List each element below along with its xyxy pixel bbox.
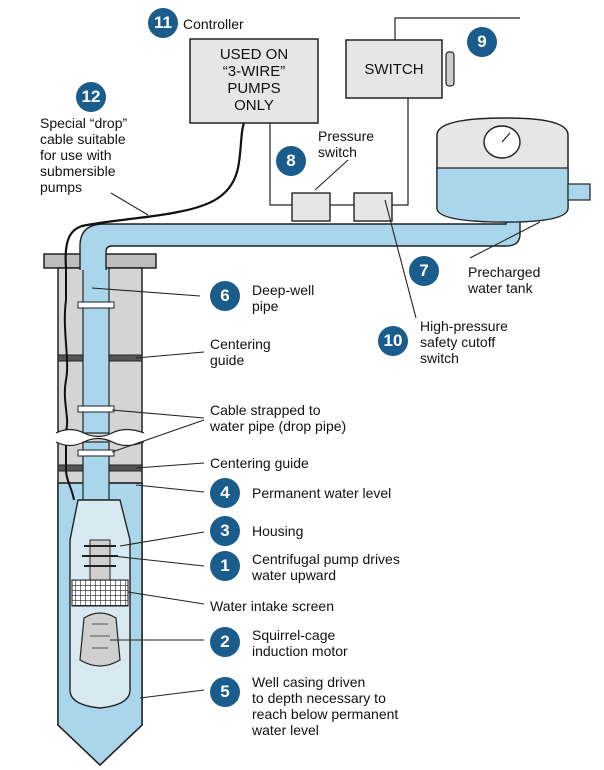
water-tank xyxy=(436,117,591,223)
centering-guide-lower-label: Centering guide xyxy=(210,455,309,471)
water-level-label: Permanent water level xyxy=(252,485,392,501)
deep-well-pipe-label: Deep-well pipe xyxy=(252,282,315,314)
pump-label: Centrifugal pump drives water upward xyxy=(252,551,400,583)
housing-label: Housing xyxy=(252,523,304,539)
intake-label: Water intake screen xyxy=(210,598,334,614)
tank-label: Precharged water tank xyxy=(468,264,541,296)
drop-cable-label: Special “drop” cable suitable for use wi… xyxy=(40,115,128,195)
badge-2: 2 xyxy=(210,627,240,657)
centering-guide-upper-label: Centering guide xyxy=(210,336,271,368)
badge-7: 7 xyxy=(409,256,439,286)
cutoff-switch-label: High-pressure safety cutoff switch xyxy=(420,318,508,366)
drop-pipe xyxy=(77,267,115,501)
controller-box-text: USED ON “3-WIRE” PUMPS ONLY xyxy=(219,46,289,114)
cutoff-switch-box xyxy=(353,192,393,222)
badge-1: 1 xyxy=(210,551,240,581)
badge-8: 8 xyxy=(276,146,306,176)
pressure-switch-label: Pressure switch xyxy=(318,128,375,160)
leader-lines xyxy=(91,159,541,699)
drop-cable-wire xyxy=(64,119,247,269)
cable-strapped-label: Cable strapped to water pipe (drop pipe) xyxy=(210,402,347,434)
badge-9: 9 xyxy=(467,27,497,57)
badge-10: 10 xyxy=(378,326,408,356)
pump-housing xyxy=(69,499,131,709)
badge-11: 11 xyxy=(148,8,178,38)
controller-label: Controller xyxy=(183,16,244,32)
badge-12: 12 xyxy=(76,82,106,112)
controller-box xyxy=(189,38,319,124)
badge-6: 6 xyxy=(210,281,240,311)
badge-3: 3 xyxy=(210,516,240,546)
badge-5: 5 xyxy=(210,677,240,707)
casing-label: Well casing driven to depth necessary to… xyxy=(252,674,399,738)
switch-lever xyxy=(445,51,455,87)
switch-box xyxy=(345,39,443,99)
motor-label: Squirrel-cage induction motor xyxy=(252,627,348,659)
badge-4: 4 xyxy=(210,478,240,508)
pressure-switch-box xyxy=(291,192,331,222)
switch-box-text: SWITCH xyxy=(364,61,424,78)
